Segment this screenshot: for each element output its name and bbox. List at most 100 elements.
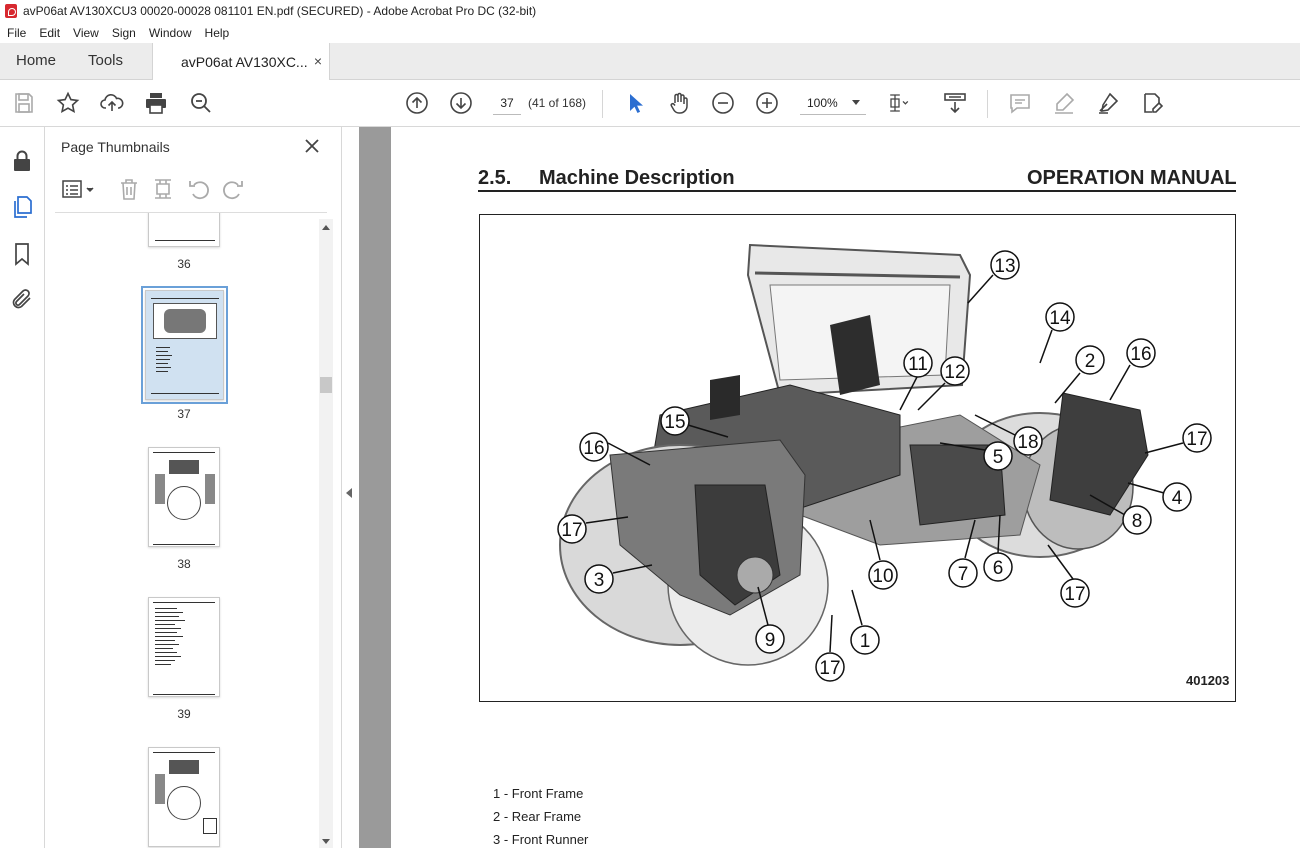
callout-label: 6 (993, 558, 1004, 579)
thumbnail-page[interactable] (148, 447, 220, 547)
callout-label: 15 (664, 412, 685, 433)
header-rule (478, 190, 1236, 192)
panel-splitter[interactable] (341, 127, 359, 848)
menu-window[interactable]: Window (148, 25, 192, 40)
scroll-up-icon[interactable] (322, 225, 330, 230)
callout-label: 1 (860, 631, 871, 652)
zoom-out-icon[interactable] (711, 91, 735, 115)
callout-label: 17 (561, 520, 582, 541)
menu-edit[interactable]: Edit (39, 25, 61, 40)
toolbar (0, 80, 1300, 127)
menu-sign[interactable]: Sign (111, 25, 136, 40)
select-cursor-icon[interactable] (623, 91, 647, 115)
callout-label: 11 (908, 354, 928, 375)
legend-item: 3 - Front Runner (493, 832, 589, 847)
save-icon[interactable] (12, 91, 36, 115)
callout-label: 2 (1085, 351, 1096, 372)
lock-icon[interactable] (10, 149, 34, 173)
callout-label: 3 (594, 570, 605, 591)
sign-icon[interactable] (1096, 91, 1120, 115)
title-bar: avP06at AV130XCU3 00020-00028 081101 EN.… (0, 0, 1300, 22)
rotate-right-icon[interactable] (221, 177, 245, 201)
callout-label: 8 (1132, 511, 1143, 532)
upload-icon[interactable] (100, 91, 124, 115)
thumbnail-page-number: 39 (177, 707, 191, 721)
menu-file[interactable]: File (7, 25, 27, 40)
left-rail (0, 127, 45, 848)
thumbnail-page[interactable] (148, 747, 220, 847)
thumbnail-page[interactable] (148, 597, 220, 697)
thumbnails-toolbar (59, 177, 329, 201)
callout-label: 9 (765, 630, 776, 651)
scrollbar-thumb[interactable] (320, 377, 332, 393)
bookmark-star-icon[interactable] (56, 91, 80, 115)
callout-label: 16 (1130, 344, 1151, 365)
callout-label: 10 (872, 566, 893, 587)
tab-bar: Home Tools avP06at AV130XC... × (0, 43, 1300, 80)
window-title: avP06at AV130XCU3 00020-00028 081101 EN.… (23, 4, 537, 18)
thumbnails-scrollbar[interactable] (319, 219, 333, 848)
figure-code: 401203 (1186, 673, 1230, 688)
callout-label: 16 (583, 438, 604, 459)
hand-icon[interactable] (667, 91, 691, 115)
scroll-down-icon[interactable] (322, 839, 330, 844)
thumbnail-page-number: 38 (177, 557, 191, 571)
bookmark-icon[interactable] (10, 242, 34, 266)
callout-label: 17 (1186, 429, 1207, 450)
page-thumbnails-icon[interactable] (10, 195, 34, 219)
callout-label: 13 (994, 256, 1015, 277)
page-count-label: (41 of 168) (528, 96, 587, 110)
chevron-down-icon (852, 100, 860, 105)
zoom-value: 100% (807, 96, 838, 110)
menu-bar: File Edit View Sign Window Help (0, 22, 1300, 43)
manual-title: OPERATION MANUAL (1027, 167, 1237, 189)
close-icon[interactable] (303, 137, 321, 155)
thumbnails-divider (55, 212, 327, 213)
machine-figure: 13 14 2 16 11 12 15 18 16 5 17 4 8 17 10… (479, 214, 1236, 702)
menu-view[interactable]: View (73, 25, 99, 40)
zoom-select[interactable]: 100% (800, 91, 866, 115)
delete-page-icon[interactable] (117, 177, 141, 201)
zoom-in-icon[interactable] (755, 91, 779, 115)
extract-page-icon[interactable] (151, 177, 175, 201)
fill-sign-icon[interactable] (1140, 91, 1164, 115)
page-up-icon[interactable] (405, 91, 429, 115)
thumbnail-list: 36 37 38 (45, 213, 317, 848)
scroll-mode-icon[interactable] (943, 91, 967, 115)
tab-document[interactable]: avP06at AV130XC... × (152, 43, 330, 80)
callout-label: 17 (819, 658, 840, 679)
tab-tools[interactable]: Tools (88, 52, 124, 69)
page-number-input[interactable] (493, 91, 521, 115)
tab-document-label: avP06at AV130XC... (181, 53, 308, 70)
thumbnails-panel: Page Thumbnails 36 (45, 127, 341, 848)
section-number: 2.5. (478, 167, 512, 189)
callout-label: 17 (1064, 584, 1085, 605)
thumbnail-page-selected[interactable] (141, 286, 228, 404)
print-icon[interactable] (144, 91, 168, 115)
find-icon[interactable] (189, 91, 213, 115)
thumbnail-page[interactable] (148, 213, 220, 247)
page-down-icon[interactable] (449, 91, 473, 115)
section-title: Machine Description (539, 167, 735, 189)
toolbar-divider (987, 90, 988, 118)
callout-label: 5 (993, 447, 1004, 468)
menu-help[interactable]: Help (204, 25, 230, 40)
toolbar-divider (602, 90, 603, 118)
callout-label: 14 (1049, 308, 1071, 329)
thumbnail-page-number: 37 (177, 407, 191, 421)
collapse-panel-icon[interactable] (346, 488, 352, 498)
tab-home[interactable]: Home (16, 52, 57, 69)
legend-item: 2 - Rear Frame (493, 809, 582, 824)
callout-label: 4 (1172, 488, 1183, 509)
attachment-icon[interactable] (10, 287, 34, 311)
legend-item: 1 - Front Frame (493, 786, 584, 801)
callout-label: 7 (958, 564, 969, 585)
thumbnail-page-number: 36 (177, 257, 191, 271)
rotate-left-icon[interactable] (187, 177, 211, 201)
machine-illustration: 13 14 2 16 11 12 15 18 16 5 17 4 8 17 10… (557, 243, 1212, 682)
highlight-icon[interactable] (1052, 91, 1076, 115)
tab-close-icon[interactable]: × (313, 53, 322, 69)
comment-icon[interactable] (1008, 91, 1032, 115)
fit-page-icon[interactable] (887, 91, 911, 115)
thumbnail-options-icon[interactable] (61, 177, 97, 201)
